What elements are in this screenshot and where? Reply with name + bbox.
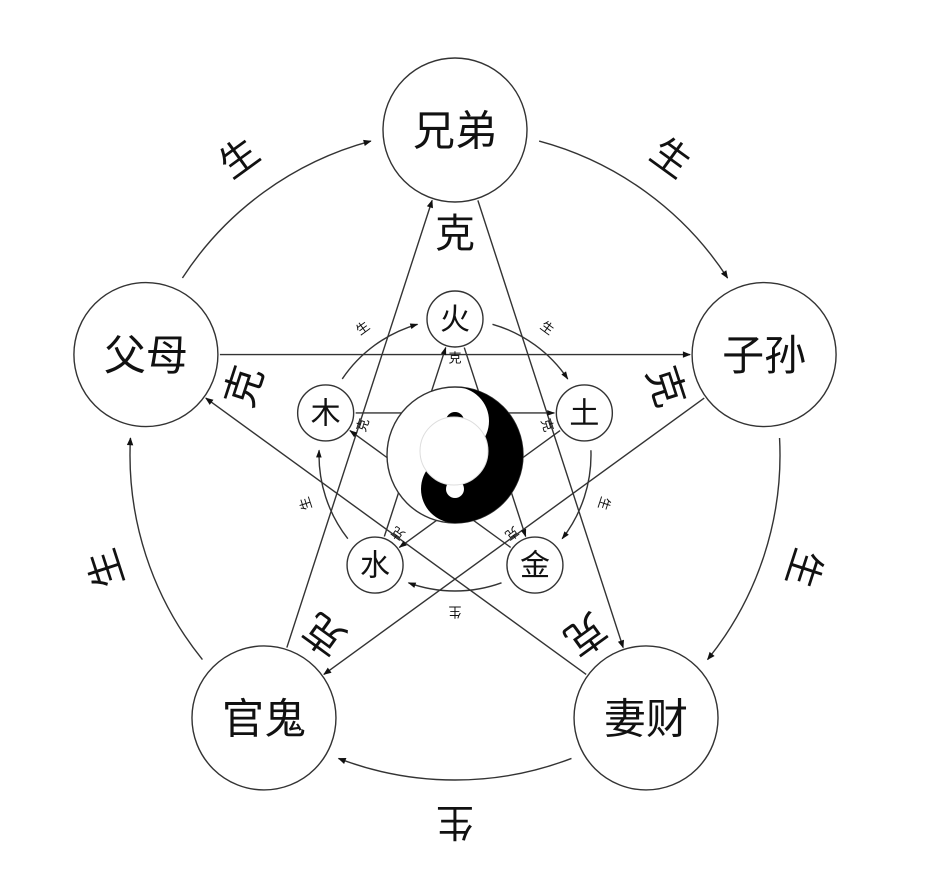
outer-sheng-label: 生	[79, 544, 133, 594]
outer-ke-label: 克	[555, 603, 614, 664]
inner-sheng-label: 生	[448, 604, 461, 619]
outer-ke-line	[205, 397, 587, 676]
inner-sheng-arc	[316, 449, 349, 540]
inner-node-label: 火	[440, 303, 470, 338]
outer-node-circle	[191, 645, 337, 791]
inner-node-circle	[555, 384, 614, 442]
outer-node-label: 妻财	[604, 694, 688, 743]
outer-ke-line	[477, 200, 624, 649]
inner-node-label: 金	[520, 549, 550, 584]
outer-ke-label: 克	[637, 361, 693, 413]
inner-node-circle	[346, 536, 404, 594]
outer-node: 妻财	[573, 645, 719, 791]
outer-node: 官鬼	[191, 645, 337, 791]
inner-node-label: 土	[569, 396, 599, 431]
outer-node: 子孙	[691, 281, 837, 428]
inner-node: 木	[296, 384, 355, 442]
outer-ke-label: 克	[295, 603, 354, 664]
inner-sheng-arc	[407, 582, 502, 592]
yin-yang-symbol	[386, 386, 524, 524]
outer-ke-label: 克	[217, 361, 273, 413]
inner-sheng-label: 生	[297, 495, 315, 512]
outer-node-label: 父母	[104, 331, 188, 380]
inner-sheng-arc	[561, 450, 592, 540]
inner-ke-label: 克	[448, 352, 461, 367]
outer-node-label: 官鬼	[222, 694, 306, 743]
inner-sheng-label: 生	[354, 319, 373, 339]
inner-node-circle	[506, 536, 564, 594]
inner-node-circle	[296, 384, 355, 442]
outer-ke-line	[286, 199, 433, 648]
center-circle	[419, 416, 489, 486]
inner-sheng-arc	[492, 323, 569, 380]
outer-sheng-label: 生	[436, 800, 474, 844]
outer-sheng-arc	[707, 437, 781, 661]
inner-ke-label: 克	[502, 523, 521, 543]
inner-ke-label: 克	[355, 417, 373, 434]
outer-node-label: 子孙	[722, 331, 806, 380]
outer-ke-line	[323, 397, 705, 676]
inner-ke-label: 克	[537, 417, 555, 434]
outer-sheng-label: 生	[211, 129, 268, 187]
outer-sheng-label: 生	[777, 544, 831, 594]
outer-sheng-label: 生	[642, 129, 699, 187]
outer-sheng-arc	[337, 757, 572, 781]
outer-sheng-arc	[181, 139, 372, 279]
outer-sheng-arc	[538, 140, 729, 279]
outer-node-circle	[573, 645, 719, 791]
outer-node-label: 兄弟	[413, 107, 497, 156]
outer-node: 兄弟	[382, 57, 528, 203]
inner-node: 金	[506, 536, 564, 594]
outer-node-circle	[73, 281, 219, 428]
outer-node: 父母	[73, 281, 219, 428]
inner-sheng-arc	[341, 323, 419, 380]
inner-node: 水	[346, 536, 404, 594]
inner-ke-label: 克	[389, 523, 408, 543]
outer-node-circle	[691, 281, 837, 428]
outer-node-circle	[382, 57, 528, 203]
outer-ke-label: 克	[435, 211, 475, 257]
inner-sheng-label: 生	[537, 319, 556, 339]
inner-node: 火	[426, 290, 484, 348]
inner-node-circle	[426, 290, 484, 348]
inner-node-label: 水	[360, 549, 390, 584]
inner-node-label: 木	[311, 396, 341, 431]
inner-node: 土	[555, 384, 614, 442]
outer-sheng-arc	[126, 437, 203, 660]
inner-sheng-label: 生	[594, 495, 612, 512]
